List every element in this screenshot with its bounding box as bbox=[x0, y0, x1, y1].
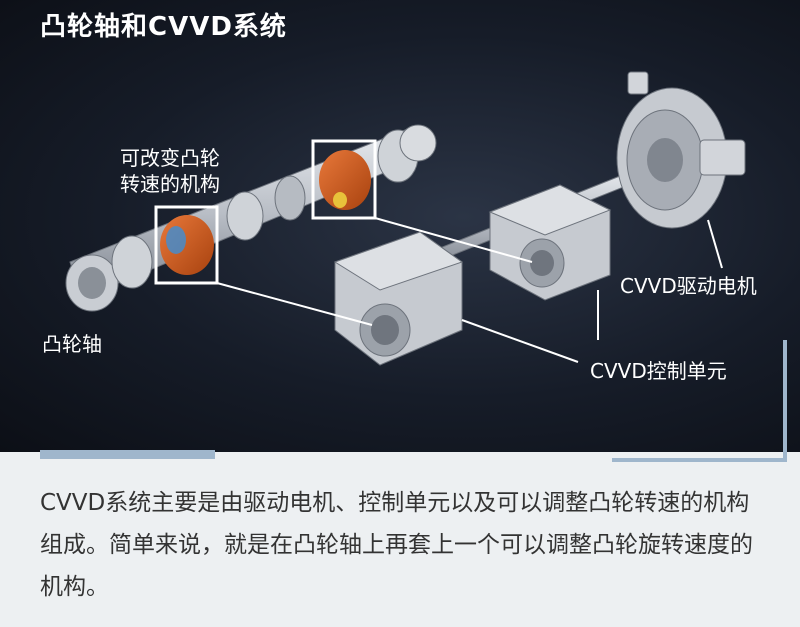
motor-label: CVVD驱动电机 bbox=[620, 274, 757, 298]
variable-mechanism-label-line2: 转速的机构 bbox=[120, 172, 220, 196]
accent-bar-right-vertical bbox=[783, 340, 787, 462]
variable-mechanism-right bbox=[319, 150, 371, 210]
variable-mechanism-label-line1: 可改变凸轮 bbox=[120, 146, 220, 170]
camshaft-label: 凸轮轴 bbox=[42, 332, 102, 356]
accent-bar-left bbox=[40, 450, 215, 459]
control-unit-rear bbox=[488, 184, 612, 301]
drive-motor-graphic bbox=[616, 71, 746, 229]
figure-title: 凸轮轴和CVVD系统 bbox=[40, 12, 287, 42]
cvvd-illustration bbox=[65, 71, 746, 366]
leader-lines bbox=[216, 217, 723, 363]
variable-mechanism-label: 可改变凸轮 转速的机构 bbox=[120, 145, 220, 197]
variable-mechanism-left bbox=[160, 215, 214, 275]
caption-text: CVVD系统主要是由驱动电机、控制单元以及可以调整凸轮转速的机构组成。简单来说，… bbox=[40, 490, 753, 600]
highlight-box-left bbox=[154, 205, 219, 285]
control-unit-front bbox=[333, 231, 464, 366]
highlight-box-right bbox=[311, 139, 377, 220]
figure-panel: 凸轮轴和CVVD系统 可改变凸轮 转速的机构 凸轮轴 CVVD驱动电机 CVVD… bbox=[0, 0, 800, 452]
accent-bar-right-horizontal bbox=[612, 458, 787, 462]
control-unit-label: CVVD控制单元 bbox=[590, 359, 727, 383]
